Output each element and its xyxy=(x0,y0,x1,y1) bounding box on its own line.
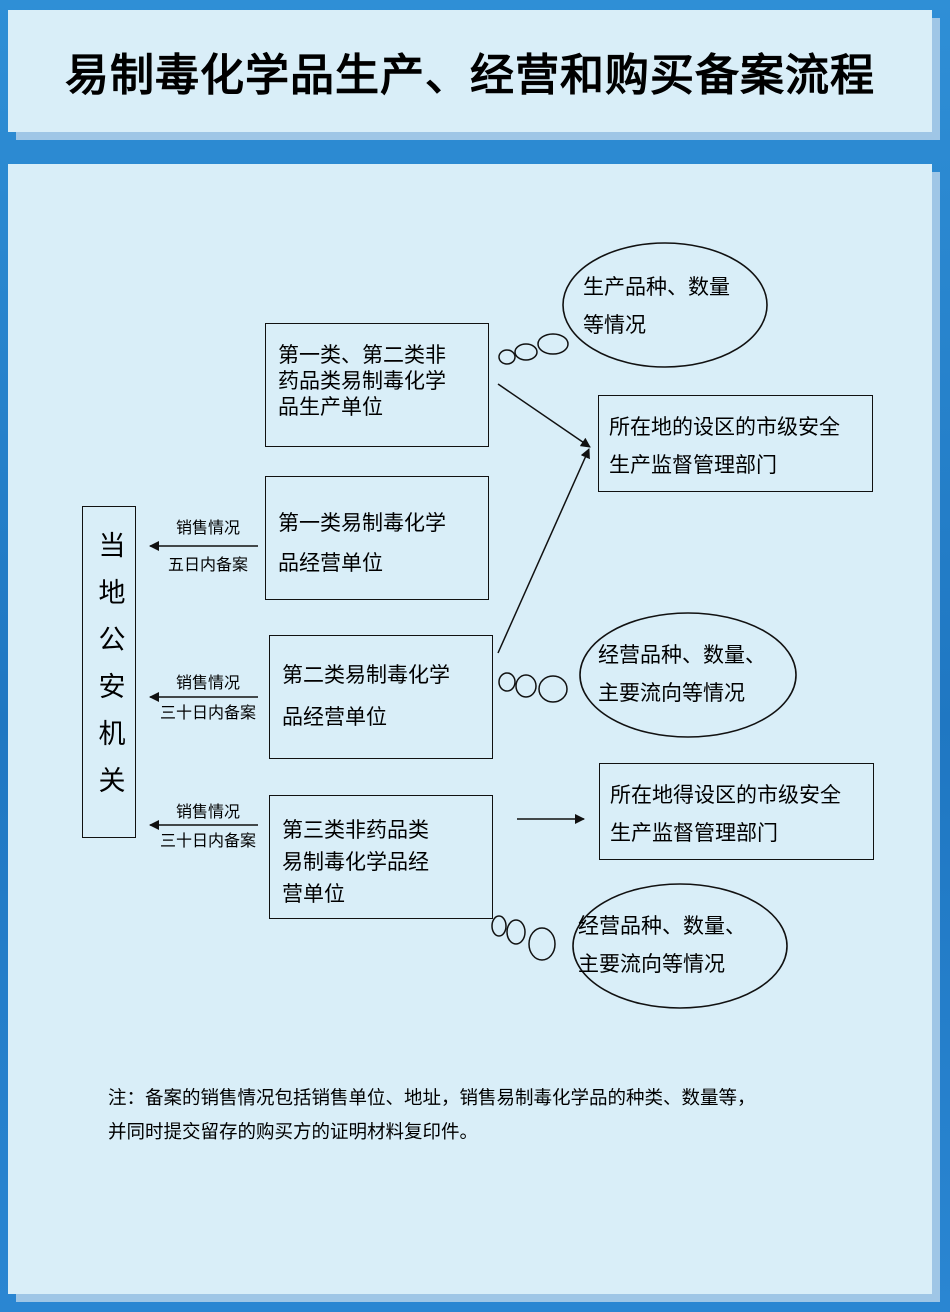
local-police-label: 当地公安机关 xyxy=(93,531,125,813)
arrow-cat2-to-safety xyxy=(497,448,590,654)
arrow-1-label-bottom: 五日内备案 xyxy=(167,555,248,574)
cat2-dealer-box: 第二类易制毒化学 品经营单位 xyxy=(269,635,493,759)
flowchart-panel xyxy=(8,164,932,1294)
dealing-bubble-1-text: 经营品种、数量、 主要流向等情况 xyxy=(598,643,766,705)
dealing-bubble-2 xyxy=(572,883,788,1009)
cat1-dealer-box: 第一类易制毒化学 品经营单位 xyxy=(265,476,489,600)
arrow-1-label-top: 销售情况 xyxy=(175,518,240,537)
dealing-bubble-2-text: 经营品种、数量、 主要流向等情况 xyxy=(578,914,746,976)
production-bubble xyxy=(562,242,768,368)
producer-unit-box: 第一类、第二类非 药品类易制毒化学 品生产单位 xyxy=(265,323,489,447)
thought-dots-cat3 xyxy=(491,915,556,961)
arrow-3-label-top: 销售情况 xyxy=(175,802,240,821)
arrow-2-label-top: 销售情况 xyxy=(175,673,240,692)
arrow-3-label-bottom: 三十日内备案 xyxy=(159,831,256,850)
local-police-box: 当地公安机关 xyxy=(82,506,136,838)
production-bubble-text: 生产品种、数量 等情况 xyxy=(583,275,730,337)
thought-dots-cat2 xyxy=(498,672,568,703)
arrow-2-label-bottom: 三十日内备案 xyxy=(159,703,256,722)
page-title: 易制毒化学品生产、经营和购买备案流程 xyxy=(65,50,875,101)
safety-authority-box-bottom: 所在地得设区的市级安全 生产监督管理部门 xyxy=(599,763,874,860)
dealing-bubble-1 xyxy=(579,612,797,738)
arrow-producer-to-safety xyxy=(497,383,591,448)
footnote: 注：备案的销售情况包括销售单位、地址，销售易制毒化学品的种类、数量等， 并同时提… xyxy=(108,1088,756,1143)
thought-dots-production xyxy=(498,333,569,365)
safety-authority-box-top: 所在地的设区的市级安全 生产监督管理部门 xyxy=(598,395,873,492)
title-panel: 易制毒化学品生产、经营和购买备案流程 xyxy=(8,10,932,132)
cat3-dealer-box: 第三类非药品类 易制毒化学品经 营单位 xyxy=(269,795,493,919)
